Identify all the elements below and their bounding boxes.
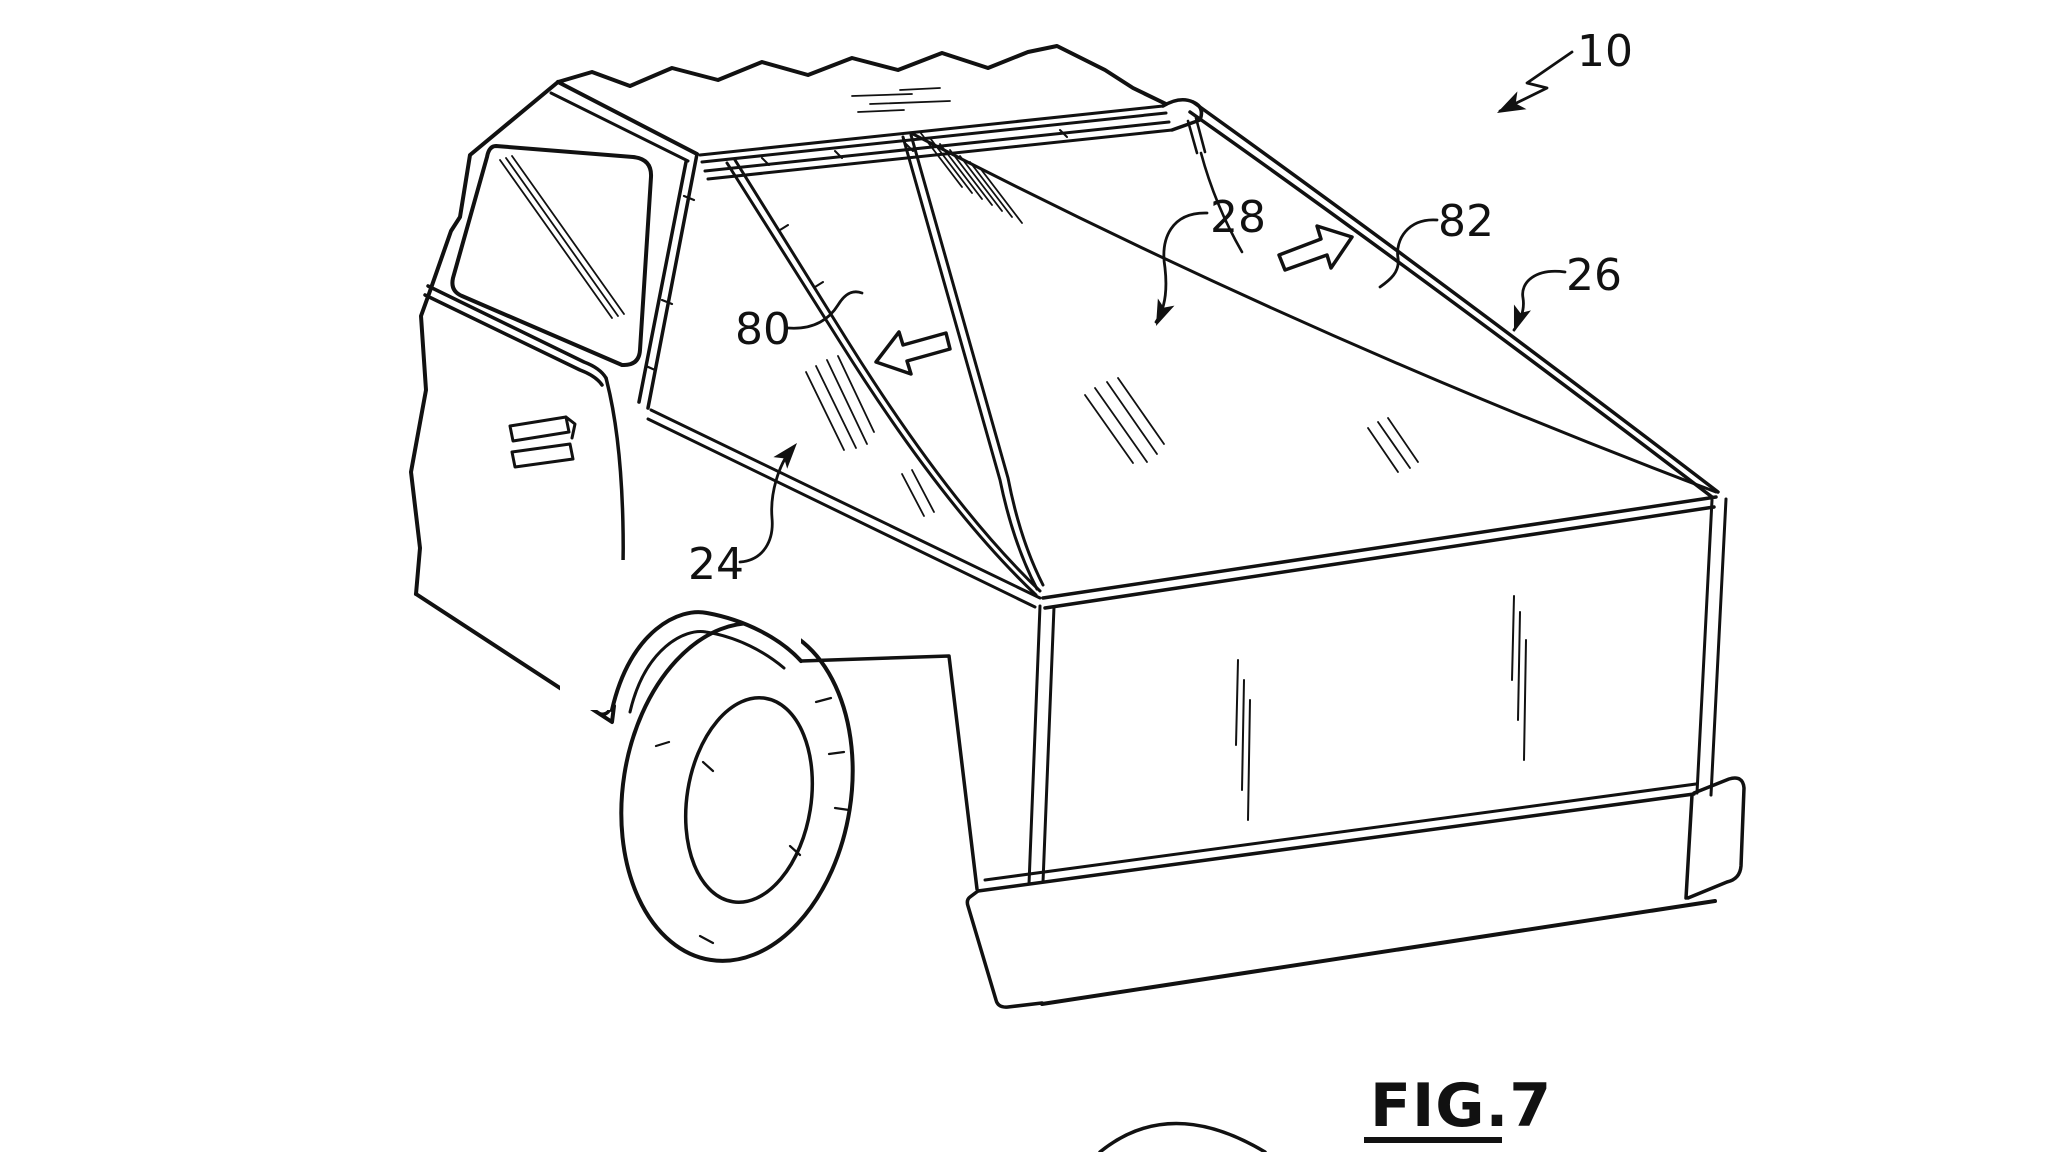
ref-80-group: 80 [735,290,864,355]
tailgate-bottom-edge [983,782,1698,882]
figure-caption-group: FIG.7 [1364,1071,1552,1143]
arrowhead-10-icon [1497,91,1527,113]
tailgate-right-edge [1695,497,1728,797]
cab-torn-edge [409,80,560,596]
leader-24 [738,446,794,564]
ref-label-82: 82 [1438,196,1494,247]
window-glass-hatch [499,155,625,319]
hollow-arrow-right-icon [1277,224,1354,272]
leader-82 [1378,218,1439,289]
leader-80 [786,290,864,330]
roof-torn-edge [556,44,1168,106]
ref-label-10: 10 [1577,26,1633,77]
ref-label-24: 24 [688,539,744,590]
ref-10-group: 10 [1497,26,1633,113]
underbed-body-line [799,654,979,891]
ref-label-26: 26 [1566,250,1622,301]
cab-roofline-inner [549,91,690,163]
strap-ticks [779,224,824,288]
front-fold-line [901,133,1045,591]
wheel-arch-outer [610,610,803,712]
bumper-bottom-edge [1040,899,1717,1006]
arrowhead-28-icon [1156,298,1175,326]
cab-belt-line [423,284,608,387]
arrowhead-26-icon [1513,304,1531,332]
bumper-top-edge [976,792,1696,893]
tailgate-left-post [1027,604,1056,886]
cover-header-rail [698,104,1174,181]
cab-rear-window [450,144,654,368]
ref-82-group: 82 [1378,196,1494,289]
ref-28-group: 28 [1154,192,1266,326]
wheel-hub [683,696,815,904]
cover-hatch-shading [805,87,1419,517]
figure-caption: FIG.7 [1370,1071,1552,1141]
cover-ridge-line [909,131,1718,494]
door-handle [508,415,577,469]
ref-label-28: 28 [1210,192,1266,243]
header-rail-ticks [761,129,1068,166]
hollow-arrow-left-icon [874,330,952,376]
tailgate-scratches [1235,595,1527,821]
cab-rear-pillar-ticks [644,194,696,372]
tailgate-top-rail [1041,495,1718,610]
reference-annotations: 10 28 82 26 80 24 [688,26,1633,590]
arrowhead-24-icon [773,443,797,469]
side-rail [1188,100,1720,499]
bumper-right-cap [1684,776,1746,900]
ref-24-group: 24 [688,443,797,590]
cab-rear-pillar [637,152,699,410]
pickup-truck-drawing [409,44,1746,1152]
tire-tread-dashes [654,696,851,945]
rear-wheel-arc [1098,1121,1267,1152]
fender-mask [560,560,801,710]
wheel-tire [619,621,855,963]
ref-26-group: 26 [1512,250,1622,332]
wheel-arch-inner [628,630,786,714]
zigzag-leader-arrow-10 [1498,50,1574,113]
left-bed-rail [646,408,1042,609]
header-corner-fold [1186,116,1244,254]
cab-roofline [556,80,699,156]
bumper-left-cap [965,889,1044,1009]
ref-label-80: 80 [735,304,791,355]
strap-fold-line [725,158,1042,597]
